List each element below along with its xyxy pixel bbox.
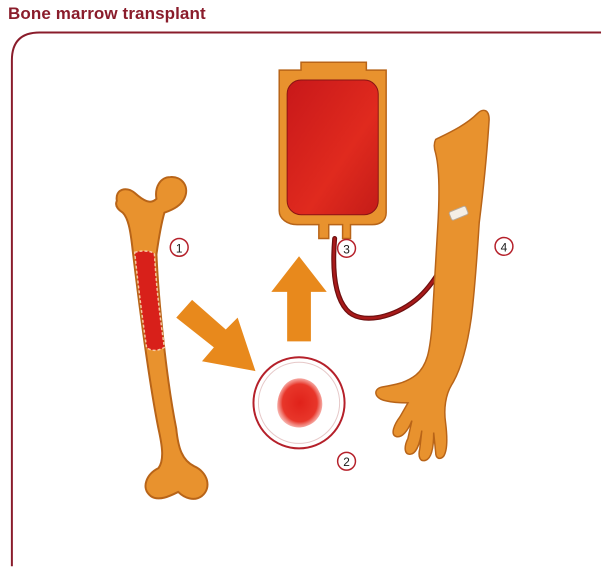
step-number-4: 4 <box>501 240 508 254</box>
step-badge-3: 3 <box>338 239 356 257</box>
arrow-bone-to-sample <box>176 300 255 371</box>
step-number-2: 2 <box>343 455 350 469</box>
femur-bone <box>116 177 207 499</box>
step-badge-1: 1 <box>170 238 188 256</box>
step-number-1: 1 <box>176 241 183 255</box>
step-badge-4: 4 <box>495 237 513 255</box>
marrow-sample-dish <box>253 357 344 448</box>
step-badge-2: 2 <box>338 452 356 470</box>
arrow-sample-to-bag <box>271 256 326 341</box>
step-number-3: 3 <box>343 242 350 256</box>
